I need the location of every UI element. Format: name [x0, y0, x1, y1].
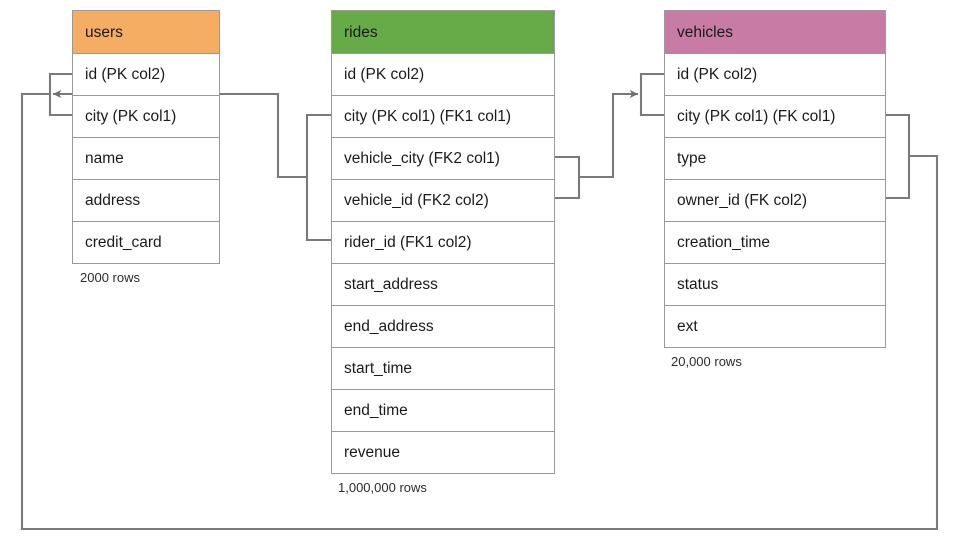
entity-field[interactable]: id (PK col2): [331, 54, 555, 96]
entity-field[interactable]: rider_id (FK1 col2): [331, 222, 555, 264]
connector-vehicles-fk-bracket: [886, 113, 911, 200]
connector-vehicles-fk-to-users: [20, 92, 939, 531]
entity-field[interactable]: city (PK col1): [72, 96, 220, 138]
entity-field[interactable]: revenue: [331, 432, 555, 474]
entity-field[interactable]: end_address: [331, 306, 555, 348]
entity-field[interactable]: credit_card: [72, 222, 220, 264]
entity-rowcount-users: 2000 rows: [80, 270, 140, 285]
entity-rowcount-vehicles: 20,000 rows: [671, 354, 742, 369]
entity-field[interactable]: id (PK col2): [664, 54, 886, 96]
entity-field[interactable]: vehicle_id (FK2 col2): [331, 180, 555, 222]
entity-field[interactable]: owner_id (FK col2): [664, 180, 886, 222]
entity-header-vehicles: vehicles: [664, 10, 886, 54]
entity-field[interactable]: id (PK col2): [72, 54, 220, 96]
entity-field[interactable]: start_time: [331, 348, 555, 390]
connector-vehicles-bracket: [639, 72, 664, 117]
connector-rides-fk2-to-vehicles: [579, 89, 638, 179]
entity-field[interactable]: name: [72, 138, 220, 180]
entity-field[interactable]: city (PK col1) (FK col1): [664, 96, 886, 138]
entity-header-rides: rides: [331, 10, 555, 54]
entity-field[interactable]: address: [72, 180, 220, 222]
entity-field[interactable]: vehicle_city (FK2 col1): [331, 138, 555, 180]
entity-field[interactable]: ext: [664, 306, 886, 348]
entity-field[interactable]: creation_time: [664, 222, 886, 264]
entity-field[interactable]: status: [664, 264, 886, 306]
connector-rides-fk1-bracket: [305, 113, 331, 242]
entity-field[interactable]: end_time: [331, 390, 555, 432]
entity-field[interactable]: type: [664, 138, 886, 180]
entity-rowcount-rides: 1,000,000 rows: [338, 480, 427, 495]
entity-header-users: users: [72, 10, 220, 54]
entity-field[interactable]: start_address: [331, 264, 555, 306]
entity-field[interactable]: city (PK col1) (FK1 col1): [331, 96, 555, 138]
connector-rides-fk2-bracket: [555, 155, 581, 200]
